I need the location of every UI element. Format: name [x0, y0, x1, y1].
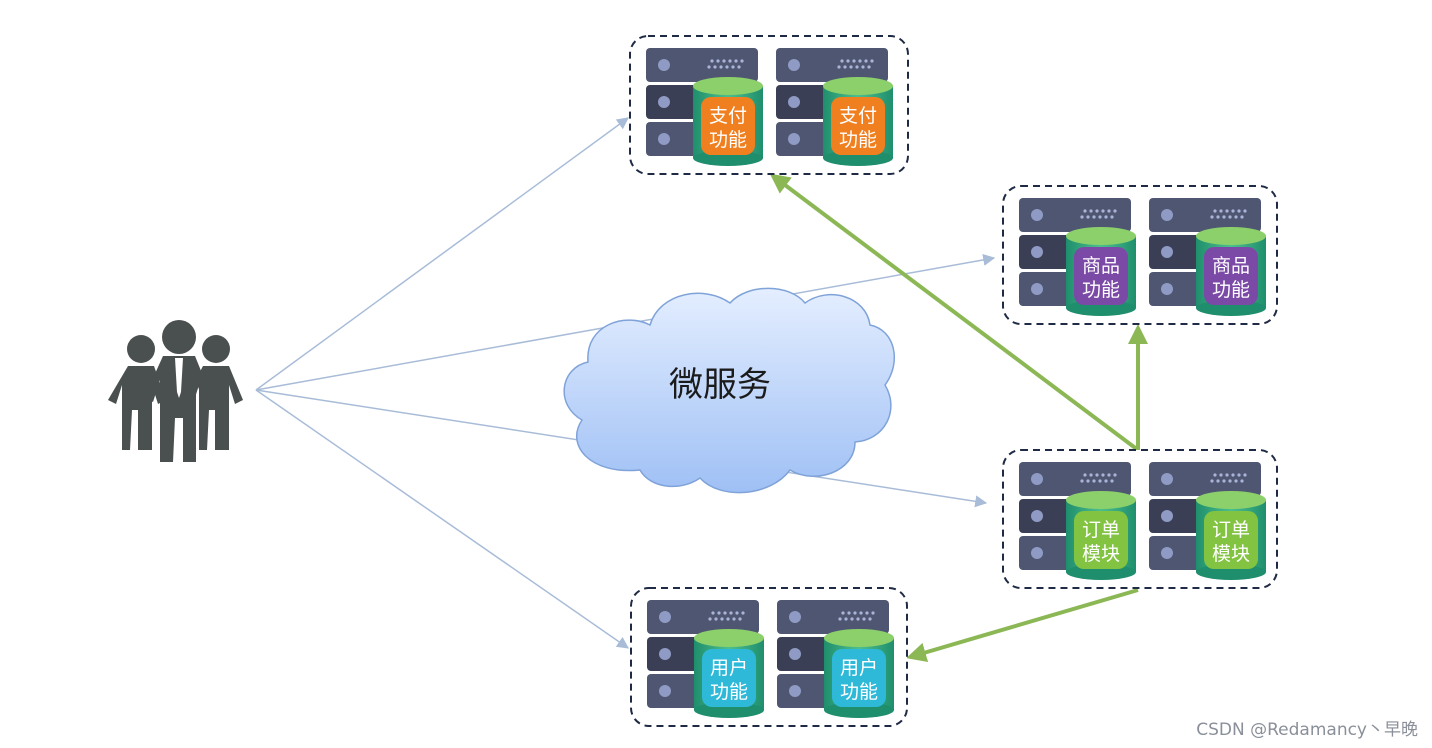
module-label-line1: 用户: [710, 657, 748, 679]
module-badge: [1204, 511, 1258, 569]
module-badge: [1204, 247, 1258, 305]
module-label-line1: 支付: [839, 105, 877, 127]
module-label-line2: 功能: [710, 681, 748, 703]
users-group-icon: [108, 320, 243, 462]
module-label-line2: 功能: [839, 129, 877, 151]
module-badge: [832, 649, 886, 707]
module-label-line1: 商品: [1082, 255, 1120, 277]
arrow-to-payment: [255, 117, 629, 391]
microservice-cloud: 微服务: [563, 287, 896, 494]
module-label-line1: 订单: [1212, 519, 1250, 541]
watermark: CSDN @Redamancy丶早晚: [1196, 720, 1418, 740]
order-to-user-arrow: [906, 588, 1139, 663]
module-label-line2: 功能: [709, 129, 747, 151]
module-label-line1: 用户: [840, 657, 878, 679]
module-label-line2: 功能: [1212, 279, 1250, 301]
module-label-line2: 功能: [1082, 279, 1120, 301]
module-label-line1: 商品: [1212, 255, 1250, 277]
order-to-payment-arrow: [769, 173, 1140, 452]
module-badge: [701, 97, 755, 155]
service-arrows: [769, 173, 1148, 663]
module-label-line2: 模块: [1212, 543, 1250, 565]
arrow-to-user: [255, 389, 629, 649]
module-badge: [1074, 511, 1128, 569]
module-badge: [702, 649, 756, 707]
module-label-line1: 支付: [709, 105, 747, 127]
cloud-label: 微服务: [669, 365, 771, 405]
module-label-line2: 功能: [840, 681, 878, 703]
module-badge: [831, 97, 885, 155]
module-badge: [1074, 247, 1128, 305]
module-label-line1: 订单: [1082, 519, 1120, 541]
module-label-line2: 模块: [1082, 543, 1120, 565]
